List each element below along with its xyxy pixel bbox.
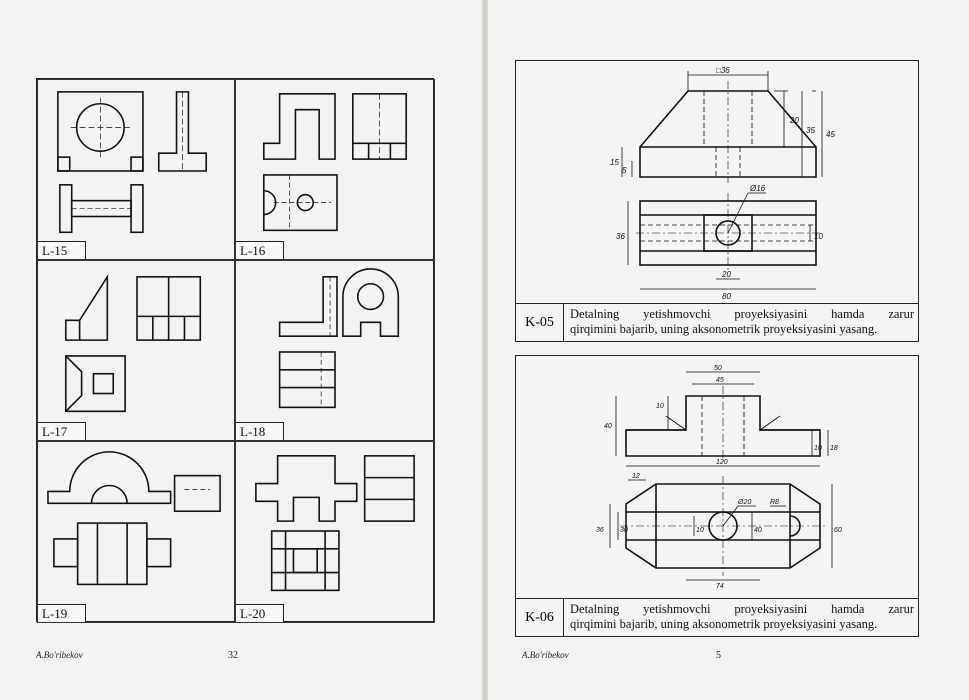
cell-label: L-18 [236,422,284,440]
dim-label: 60 [834,527,842,534]
task-k06: 50 45 10 40 10 18 120 12 Ø20 R8 36 30 10 [515,355,919,637]
dim-label: 10 [814,232,823,241]
drawing-l19 [47,451,221,586]
left-footer-author: A.Bo'ribekov [36,650,83,660]
dim-label: 5 [622,166,627,175]
drawing-l17 [64,274,202,413]
drawing-l20 [255,455,415,592]
dim-label: 36 [596,527,604,534]
exercise-cell-l16: L-16 [235,79,435,260]
dim-label: 18 [830,445,838,452]
left-page [0,0,484,700]
dim-label: 30 [620,527,628,534]
dim-label: 15 [610,158,619,167]
instruction-line-1: Detalning yetishmovchi proyeksiyasini ha… [570,307,914,321]
exercise-cell-l15: L-15 [37,79,235,260]
task-instruction: Detalning yetishmovchi proyeksiyasini ha… [570,602,914,632]
dim-label: 20 [789,116,799,125]
dim-label: Ø20 [737,499,751,506]
dim-label: 36 [616,232,625,241]
task-caption: K-05 Detalning yetishmovchi proyeksiyasi… [516,303,918,341]
right-footer-author: A.Bo'ribekov [522,650,569,660]
dim-label: R8 [770,499,779,506]
dim-label: 10 [814,445,822,452]
exercise-cell-l18: L-18 [235,260,435,441]
instruction-line-2: qirqimini bajarib, uning aksonometrik pr… [570,617,878,631]
task-k05: □36 20 35 45 15 5 Ø16 36 10 20 80 K-05 D… [515,60,919,342]
dim-label: 10 [656,403,664,410]
cell-label: L-20 [236,604,284,622]
dim-label: 35 [806,126,815,135]
dim-label: 40 [604,423,612,430]
drawing-l15 [57,91,208,234]
cell-label: L-17 [38,422,86,440]
exercise-cell-l19: L-19 [37,441,235,623]
dim-label: 74 [716,583,724,590]
dim-label: 45 [716,377,724,384]
cell-label: L-16 [236,241,284,259]
drawing-k05: □36 20 35 45 15 5 Ø16 36 10 20 80 [610,66,835,301]
dim-label: 10 [696,527,704,534]
dim-label: 12 [632,473,640,480]
dim-label: □36 [716,66,730,75]
dim-label: Ø16 [749,184,766,193]
task-code: K-05 [516,304,564,341]
dim-label: 80 [722,292,731,301]
dim-label: 20 [721,270,731,279]
instruction-line-2: qirqimini bajarib, uning aksonometrik pr… [570,322,878,336]
task-code: K-06 [516,599,564,636]
dim-label: 50 [714,365,722,372]
task-caption: K-06 Detalning yetishmovchi proyeksiyasi… [516,598,918,636]
drawing-l18 [278,268,400,409]
instruction-line-1: Detalning yetishmovchi proyeksiyasini ha… [570,602,914,616]
dim-label: 120 [716,459,728,466]
drawing-l16 [263,93,407,232]
dim-label: 45 [826,130,835,139]
cell-label: L-15 [38,241,86,259]
exercise-cell-l20: L-20 [235,441,435,623]
drawing-k06: 50 45 10 40 10 18 120 12 Ø20 R8 36 30 10 [596,365,842,590]
cell-label: L-19 [38,604,86,622]
exercise-cell-l17: L-17 [37,260,235,441]
right-page-number: 5 [716,650,721,661]
book-gutter [482,0,488,700]
dim-label: 40 [754,527,762,534]
left-page-number: 32 [228,650,238,661]
task-instruction: Detalning yetishmovchi proyeksiyasini ha… [570,307,914,337]
exercise-grid: L-15 L-16 [36,78,435,623]
